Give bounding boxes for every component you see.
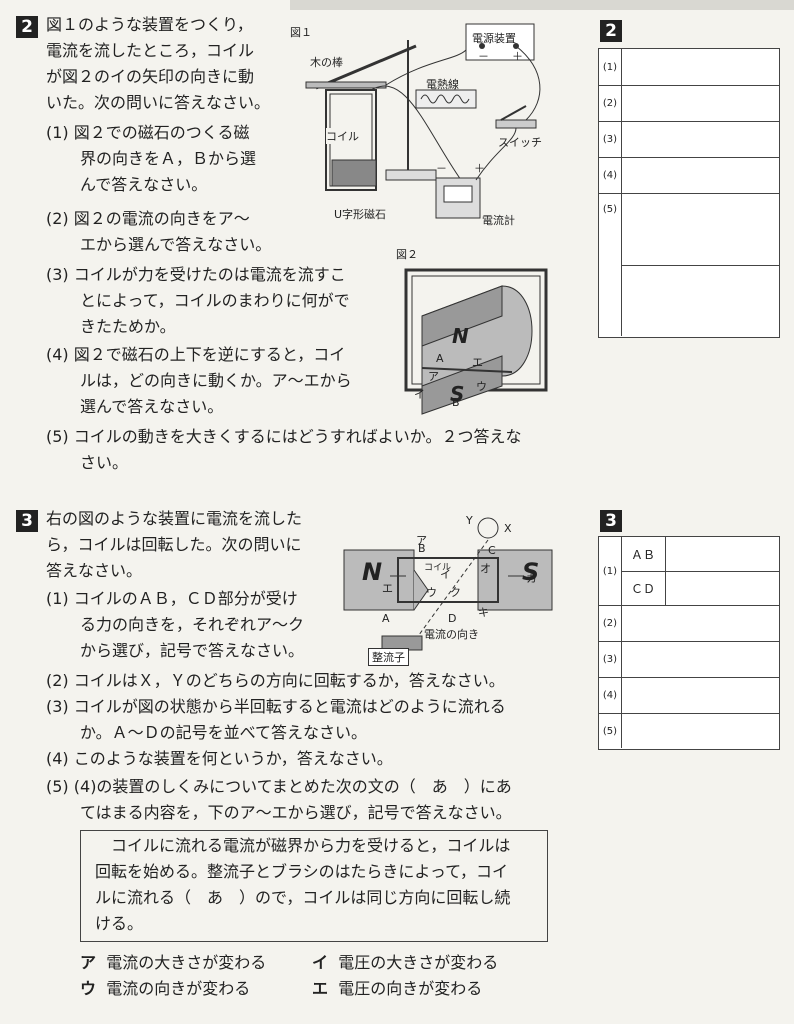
fig1-title: 図１ [290, 26, 312, 39]
q2-item-5: (5) コイルの動きを大きくするにはどうすればよいか。２つ答えな さい。 [46, 427, 522, 472]
answer-3-row-2[interactable]: (2) [599, 606, 779, 642]
fig2-south: S [450, 382, 465, 406]
answer-2-row-5-divider [621, 265, 779, 266]
q2-number: 2 [16, 16, 38, 38]
option-a: ア 電流の大きさが変わる [80, 953, 267, 972]
figure-1-drawing [305, 23, 541, 219]
answer-2-number: 2 [600, 20, 622, 42]
fig2-label-i: イ [414, 388, 425, 401]
q3-item-4: (4) このような装置を何というか，答えなさい。 [46, 749, 393, 768]
answer-3-row-1: (1) ＡＢ ＣＤ [599, 537, 779, 606]
answer-2-row-2[interactable]: (2) [599, 86, 779, 122]
q3-item-3: (3) コイルが図の状態から半回転すると電流はどのように流れる か。Ａ～Ｄの記号… [46, 697, 506, 742]
answer-3-row-4[interactable]: (4) [599, 678, 779, 714]
fig2-label-a: ア [428, 370, 439, 383]
q3-item-5: (5) (4)の装置のしくみについてまとめた次の文の（ あ ）にあ てはまる内容… [46, 777, 512, 822]
answer-3-number: 3 [600, 510, 622, 532]
option-u: ウ 電流の向きが変わる [80, 979, 251, 998]
fig2-north: N [452, 324, 469, 348]
option-i: イ 電圧の大きさが変わる [312, 953, 499, 972]
answer-box-3: (1) ＡＢ ＣＤ (2) (3) (4) (5) [598, 536, 780, 750]
q2-item-1: (1) 図２での磁石のつくる磁 界の向きをＡ，Ｂから選 んで答えなさい。 [46, 123, 257, 194]
fig1-meter-label: 電流計 [482, 214, 515, 227]
answer-3-row-1-ab[interactable]: ＡＢ [621, 537, 779, 572]
answer-2-row-4[interactable]: (4) [599, 158, 779, 194]
fig2-label-e: エ [472, 356, 483, 369]
motor-current-label: 電流の向き [424, 628, 479, 641]
q3-number: 3 [16, 510, 38, 532]
fig1-magnet-label: U字形磁石 [334, 208, 387, 221]
q2-intro: 図１のような装置をつくり， 電流を流したところ，コイル が図２のイの矢印の向きに… [46, 15, 271, 112]
fig1-power-label: 電源装置 [472, 32, 516, 45]
motor-label-D: D [448, 612, 457, 625]
answer-box-2: (1) (2) (3) (4) (5) [598, 48, 780, 338]
q2-item-4: (4) 図２で磁石の上下を逆にすると，コイ ルは，どの向きに動くか。ア～エから … [46, 345, 352, 416]
motor-label-ka: カ [526, 572, 537, 585]
summary-box: コイルに流れる電流が磁界から力を受けると，コイルは 回転を始める。整流子とブラシ… [80, 830, 548, 942]
motor-coil-label: コイル [424, 563, 452, 573]
motor-label-o: オ [480, 562, 491, 575]
fig1-meter-plus: ＋ [474, 162, 485, 175]
motor-commutator-label: 整流子 [368, 648, 409, 666]
figure-2-drawing [404, 268, 548, 415]
fig2-label-u: ウ [476, 380, 487, 393]
header-band [290, 0, 794, 10]
motor-label-B: B [418, 542, 426, 555]
figure-2: 図２ N S A B ア イ ウ エ [392, 246, 562, 416]
answer-3-row-1-cd[interactable]: ＣＤ [621, 572, 779, 605]
q3-item-2: (2) コイルはＸ，Ｙのどちらの方向に回転するか，答えなさい。 [46, 671, 505, 690]
figure-motor-drawing [343, 517, 553, 651]
motor-label-ki: キ [478, 606, 489, 619]
fig1-coil-label: コイル [326, 128, 359, 144]
answer-3-row-5[interactable]: (5) [599, 714, 779, 748]
motor-label-a: ア [416, 534, 427, 547]
motor-label-e: エ [382, 582, 393, 595]
motor-label-i: イ [440, 568, 451, 581]
motor-label-ku: ク [450, 586, 461, 599]
option-e: エ 電圧の向きが変わる [312, 979, 483, 998]
fig1-meter-minus: － [436, 162, 447, 175]
fig2-label-B: B [452, 396, 460, 409]
figure-1: 図１ 木の棒 電源装置 － ＋ 電熱線 スイッチ コイル U字形磁石 電流計 －… [286, 10, 586, 238]
fig1-switch-label: スイッチ [498, 136, 542, 149]
q3-intro: 右の図のような装置に電流を流した ら，コイルは回転した。次の問いに 答えなさい。 [46, 509, 303, 580]
motor-label-Y: Y [466, 514, 473, 527]
figure-motor: N S Y X B C A D コイル ア イ ウ エ オ カ キ ク 電流の向… [338, 510, 558, 670]
answer-2-row-3[interactable]: (3) [599, 122, 779, 158]
motor-north: N [362, 558, 383, 586]
q2-item-2: (2) 図２の電流の向きをア～ エから選んで答えなさい。 [46, 209, 272, 254]
answer-3-row-3[interactable]: (3) [599, 642, 779, 678]
q3-item-1: (1) コイルのＡＢ，ＣＤ部分が受け る力の向きを，それぞれア～ク から選び，記… [46, 589, 305, 660]
motor-label-X: X [504, 522, 512, 535]
motor-label-A: A [382, 612, 390, 625]
fig2-title: 図２ [396, 248, 418, 261]
motor-label-u: ウ [426, 586, 437, 599]
q2-item-3: (3) コイルが力を受けたのは電流を流すこ とによって，コイルのまわりに何がで … [46, 265, 350, 336]
fig1-power-plus: ＋ [512, 50, 523, 63]
fig1-power-minus: － [478, 50, 489, 63]
fig1-wood-label: 木の棒 [310, 56, 343, 69]
motor-label-C: C [488, 544, 496, 557]
motor-south: S [522, 558, 540, 586]
fig1-heater-label: 電熱線 [426, 78, 459, 91]
answer-2-row-5[interactable]: (5) [599, 194, 779, 336]
answer-2-row-1[interactable]: (1) [599, 49, 779, 86]
fig2-label-A: A [436, 352, 444, 365]
